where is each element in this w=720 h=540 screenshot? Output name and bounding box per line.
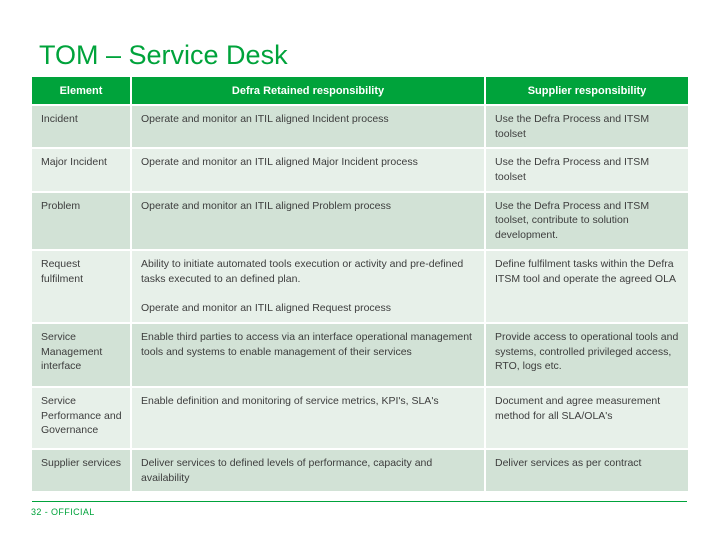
supplier-cell: Document and agree measurement method fo… [484, 385, 690, 450]
table-row-problem: Problem Operate and monitor an ITIL alig… [30, 190, 690, 251]
defra-cell: Enable third parties to access via an in… [130, 321, 486, 388]
table-row-service-performance-governance: Service Performance and Governance Enabl… [30, 385, 690, 450]
defra-cell: Operate and monitor an ITIL aligned Majo… [130, 147, 486, 193]
element-cell: Supplier services [30, 447, 132, 494]
defra-cell: Enable definition and monitoring of serv… [130, 385, 486, 450]
supplier-cell: Use the Defra Process and ITSM toolset, … [484, 190, 690, 251]
column-header-supplier: Supplier responsibility [484, 75, 690, 106]
table-row-request-fulfilment: Request fulfilment Ability to initiate a… [30, 248, 690, 324]
column-header-defra: Defra Retained responsibility [130, 75, 486, 106]
table-header-row: Element Defra Retained responsibility Su… [30, 75, 690, 106]
supplier-cell: Provide access to operational tools and … [484, 321, 690, 388]
footer-classification-label: 32 - OFFICIAL [31, 507, 95, 517]
element-cell: Problem [30, 190, 132, 251]
supplier-cell: Use the Defra Process and ITSM toolset [484, 103, 690, 150]
element-cell: Service Management interface [30, 321, 132, 388]
table-row-service-management-interface: Service Management interface Enable thir… [30, 321, 690, 388]
column-header-element: Element [30, 75, 132, 106]
page-title: TOM – Service Desk [39, 40, 288, 70]
defra-cell: Deliver services to defined levels of pe… [130, 447, 486, 494]
defra-cell: Operate and monitor an ITIL aligned Inci… [130, 103, 486, 150]
table-row-major-incident: Major Incident Operate and monitor an IT… [30, 147, 690, 193]
element-cell: Request fulfilment [30, 248, 132, 324]
element-cell: Incident [30, 103, 132, 150]
table-row-incident: Incident Operate and monitor an ITIL ali… [30, 103, 690, 150]
defra-cell: Operate and monitor an ITIL aligned Prob… [130, 190, 486, 251]
table-row-supplier-services: Supplier services Deliver services to de… [30, 447, 690, 494]
defra-cell: Ability to initiate automated tools exec… [130, 248, 486, 324]
supplier-cell: Use the Defra Process and ITSM toolset [484, 147, 690, 193]
footer-divider-line [32, 501, 687, 502]
supplier-cell: Define fulfilment tasks within the Defra… [484, 248, 690, 324]
responsibility-table: Element Defra Retained responsibility Su… [30, 75, 690, 494]
element-cell: Service Performance and Governance [30, 385, 132, 450]
supplier-cell: Deliver services as per contract [484, 447, 690, 494]
element-cell: Major Incident [30, 147, 132, 193]
